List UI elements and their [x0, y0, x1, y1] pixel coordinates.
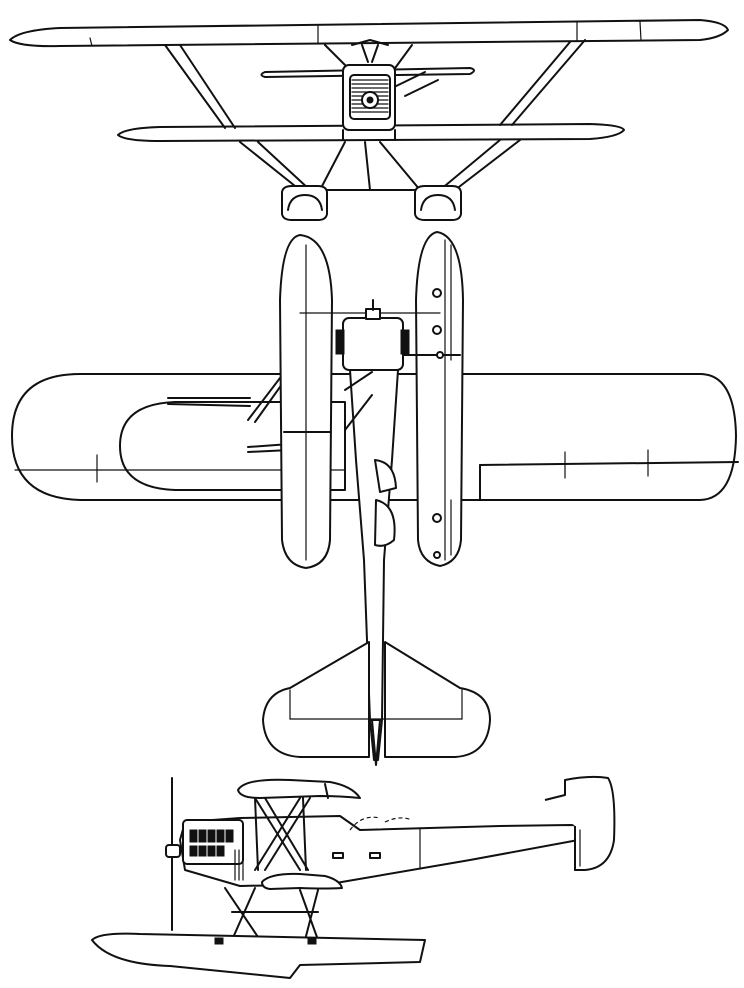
top-engine: [342, 317, 404, 371]
top-view: [11, 231, 739, 766]
side-spinner: [165, 844, 181, 858]
top-cockpit-front: [374, 459, 397, 493]
side-radiator: [234, 849, 244, 881]
front-view: [9, 19, 729, 221]
side-tail-fin: [544, 775, 616, 871]
side-cylinders: [189, 829, 234, 857]
front-upper-wing: [9, 19, 729, 48]
front-float-left: [281, 185, 328, 221]
side-float: [91, 932, 426, 979]
top-horizontal-tail: [262, 641, 370, 758]
side-fuselage: [179, 815, 613, 887]
side-upper-wing: [237, 778, 361, 799]
front-float-right: [414, 185, 462, 221]
side-view: [91, 775, 616, 979]
side-lower-wing: [261, 872, 343, 890]
front-lower-wing: [117, 123, 625, 142]
top-cockpit-rear: [374, 499, 396, 547]
